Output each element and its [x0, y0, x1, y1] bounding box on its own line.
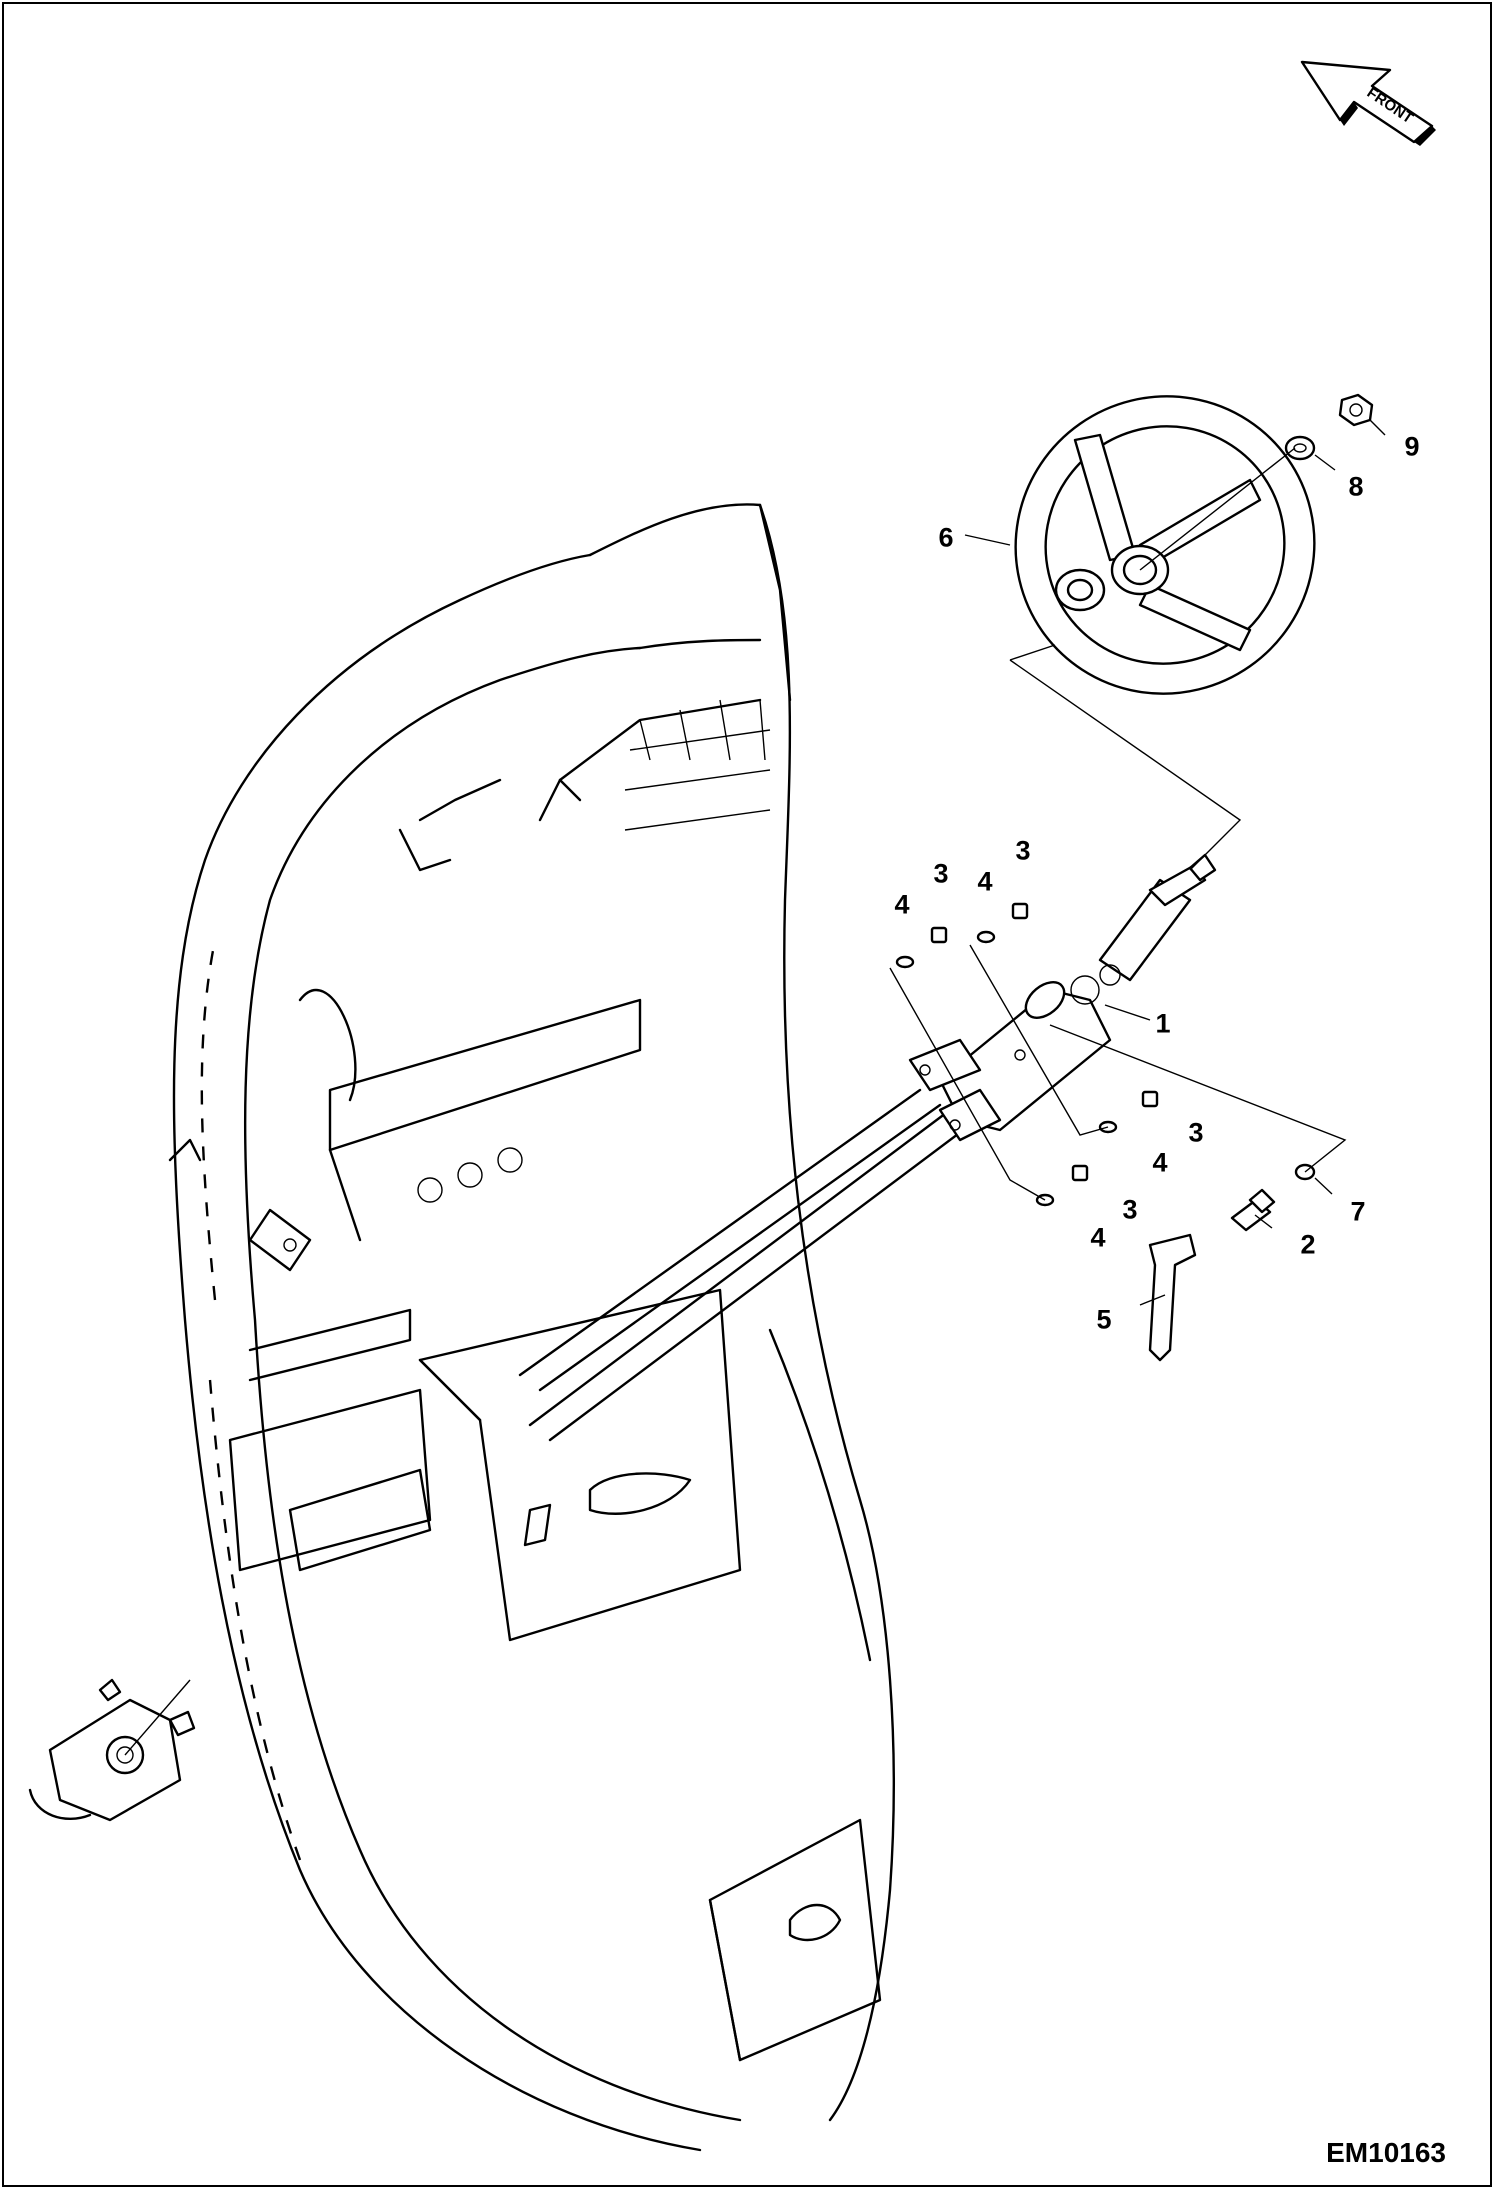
callout-4-d: 4: [1090, 1222, 1106, 1253]
callout-3-b: 3: [1015, 835, 1031, 866]
callout-3-c: 3: [1188, 1117, 1204, 1148]
callout-1: 1: [1155, 1008, 1171, 1039]
steering-column: [908, 853, 1217, 1142]
tie-rods: [518, 1088, 972, 1442]
callout-2: 2: [1300, 1229, 1316, 1260]
callout-3-a: 3: [933, 858, 949, 889]
callout-4-c: 4: [1152, 1147, 1168, 1178]
callout-5: 5: [1096, 1304, 1112, 1335]
bolts-and-washers: [895, 902, 1159, 1207]
callout-6: 6: [938, 522, 954, 553]
figure-code: EM10163: [1326, 2137, 1446, 2168]
callout-4-a: 4: [894, 889, 910, 920]
steering-wheel: [1014, 395, 1316, 695]
front-arrow-icon: FRONT: [1300, 60, 1436, 146]
cab-frame: [168, 503, 895, 2152]
callout-9: 9: [1404, 431, 1420, 462]
adjuster-parts: [1148, 1163, 1316, 1362]
callout-3-d: 3: [1122, 1194, 1138, 1225]
callout-4-b: 4: [977, 866, 993, 897]
inset-valve-detail: [28, 1678, 196, 1822]
callout-7: 7: [1350, 1196, 1366, 1227]
nut-and-washer: [1284, 393, 1374, 461]
leader-lines: [889, 419, 1386, 1306]
callout-8: 8: [1348, 471, 1364, 502]
